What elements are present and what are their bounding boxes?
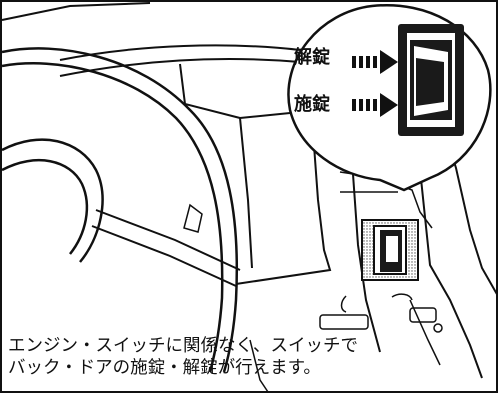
caption-line-2: バック・ドアの施錠・解錠が行えます。 [8,358,321,378]
back-door-lock-switch [361,219,419,281]
magnified-callout [287,3,492,192]
caption: エンジン・スイッチに関係なく、スイッチで バック・ドアの施錠・解錠が行えます。 [8,335,494,379]
lock-label: 施錠 [294,94,330,115]
unlock-arrow [352,50,398,74]
steering-wheel [1,47,241,373]
caption-line-1: エンジン・スイッチに関係なく、スイッチで [8,336,358,356]
lock-arrow [352,93,398,117]
unlock-label: 解錠 [294,47,330,68]
